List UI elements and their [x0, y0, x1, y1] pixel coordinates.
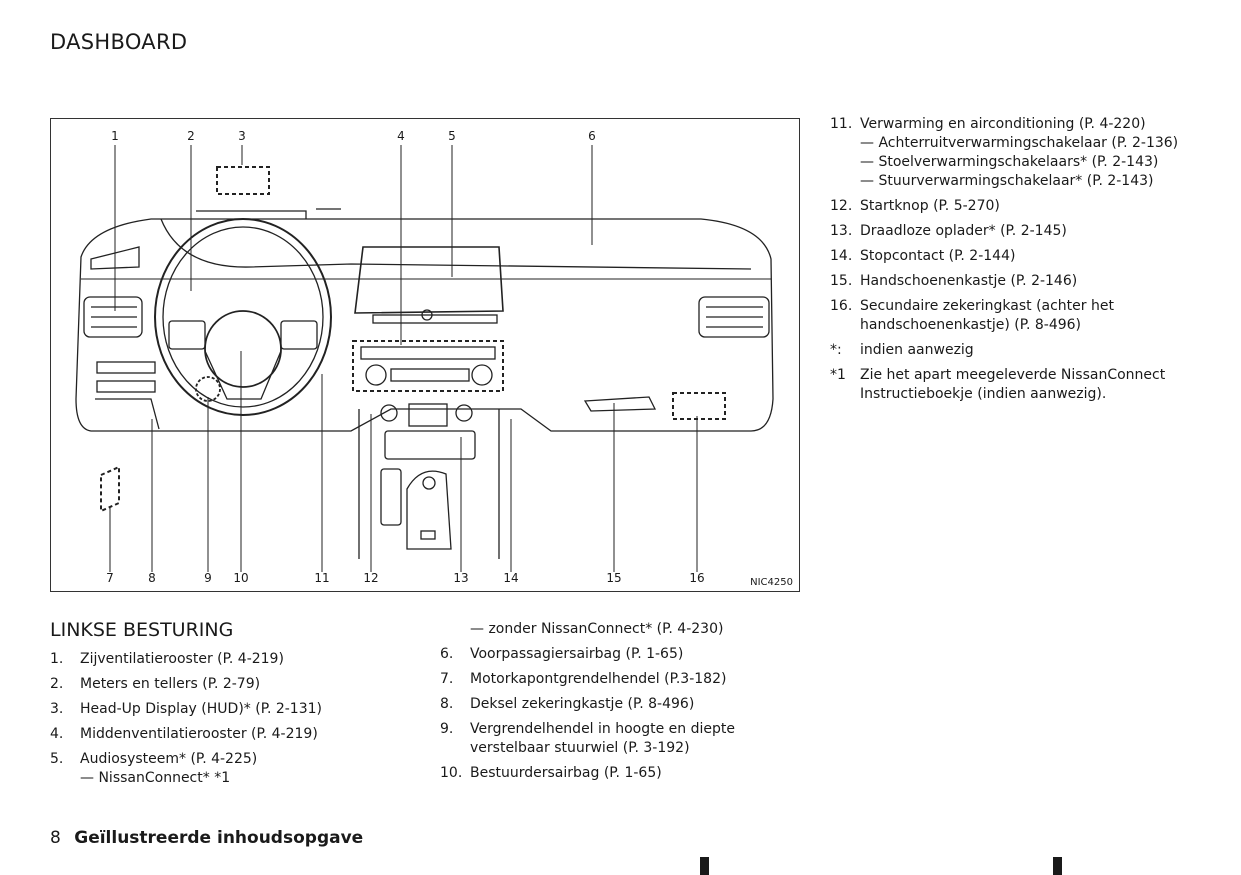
- list-item: 11.Verwarming en airconditioning (P. 4-2…: [830, 116, 1179, 189]
- dashboard-drawing: [75, 145, 774, 572]
- callout-12: 12: [363, 571, 379, 585]
- crop-mark: [1053, 857, 1062, 875]
- list-item: 6.Voorpassagiersairbag (P. 1-65): [440, 646, 684, 662]
- list-item: 1.Zijventilatierooster (P. 4-219): [50, 651, 284, 667]
- leader-lines: [109, 145, 698, 572]
- callout-9: 9: [204, 571, 212, 585]
- callout-3: 3: [238, 129, 246, 143]
- component-list-middle: — zonder NissanConnect* (P. 4-230) 6.Voo…: [440, 620, 800, 789]
- list-item: 5.Audiosysteem* (P. 4-225)— NissanConnec…: [50, 751, 258, 786]
- list-item: 3.Head-Up Display (HUD)* (P. 2-131): [50, 701, 322, 717]
- callout-1: 1: [111, 129, 119, 143]
- callout-7: 7: [106, 571, 114, 585]
- callout-6: 6: [588, 129, 596, 143]
- list-item: 15.Handschoenenkastje (P. 2-146): [830, 273, 1078, 289]
- callout-5: 5: [448, 129, 456, 143]
- crop-mark: [700, 857, 709, 875]
- callout-2: 2: [187, 129, 195, 143]
- callout-8: 8: [148, 571, 156, 585]
- list-item: 2.Meters en tellers (P. 2-79): [50, 676, 261, 692]
- callout-11: 11: [314, 571, 330, 585]
- list-item: 4.Middenventilatierooster (P. 4-219): [50, 726, 318, 742]
- component-list-left: 1.Zijventilatierooster (P. 4-219) 2.Mete…: [50, 650, 420, 794]
- list-item: 12.Startknop (P. 5-270): [830, 198, 1000, 214]
- component-list-right: 11.Verwarming en airconditioning (P. 4-2…: [830, 115, 1210, 410]
- list-item: *:indien aanwezig: [830, 342, 974, 358]
- page-number: 8: [50, 828, 61, 848]
- list-item: 8.Deksel zekeringkastje (P. 8-496): [440, 696, 695, 712]
- section-heading: LINKSE BESTURING: [50, 619, 234, 641]
- list-item: — zonder NissanConnect* (P. 4-230): [470, 621, 724, 637]
- list-item: 10.Bestuurdersairbag (P. 1-65): [440, 765, 662, 781]
- callout-10: 10: [233, 571, 249, 585]
- figure-code: NIC4250: [750, 577, 793, 588]
- page-title: DASHBOARD: [50, 30, 188, 54]
- chapter-title: Geïllustreerde inhoudsopgave: [74, 828, 364, 848]
- page-footer: 8 Geïllustreerde inhoudsopgave: [50, 828, 363, 848]
- callout-14: 14: [503, 571, 519, 585]
- dashboard-illustration: 1 2 3 4 5 6 7 8 9 10 11 12 13 14 15 16 N…: [50, 118, 800, 592]
- list-item: 7.Motorkapontgrendelhendel (P.3-182): [440, 671, 727, 687]
- list-item: 13.Draadloze oplader* (P. 2-145): [830, 223, 1067, 239]
- list-item: 14.Stopcontact (P. 2-144): [830, 248, 1016, 264]
- callout-16: 16: [689, 571, 705, 585]
- callout-4: 4: [397, 129, 405, 143]
- callout-13: 13: [453, 571, 469, 585]
- callout-15: 15: [606, 571, 622, 585]
